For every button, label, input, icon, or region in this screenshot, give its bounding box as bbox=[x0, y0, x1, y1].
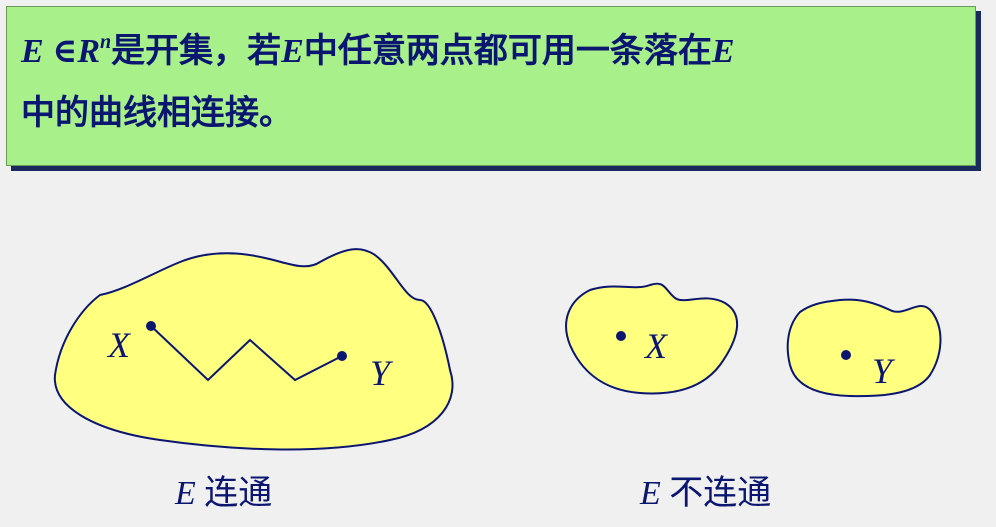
label-y-left: Y bbox=[370, 353, 394, 393]
caption-disconnected: E 不连通 bbox=[640, 465, 771, 514]
label-x-right: X bbox=[643, 326, 669, 366]
set-symbol-2: E bbox=[281, 33, 304, 70]
caption-set-right: E bbox=[640, 475, 661, 512]
space-exponent: n bbox=[100, 31, 112, 53]
set-symbol: E bbox=[21, 33, 44, 70]
definition-text-1: 是开集，若 bbox=[111, 33, 282, 70]
point-x-right bbox=[616, 331, 626, 341]
caption-text-left: 连通 bbox=[195, 475, 273, 512]
connecting-path bbox=[150, 325, 343, 382]
disconnected-region-2 bbox=[786, 298, 942, 398]
disconnected-region-1 bbox=[565, 282, 739, 395]
point-y-left bbox=[337, 351, 347, 361]
definition-box: E ∈Rn是开集，若E中任意两点都可用一条落在E 中的曲线相连接。 bbox=[6, 6, 976, 166]
definition-line-2: 中的曲线相连接。 bbox=[21, 95, 293, 132]
member-symbol: ∈ bbox=[52, 33, 78, 70]
label-x-left: X bbox=[106, 325, 132, 365]
space-symbol: R bbox=[77, 33, 101, 70]
point-x-left bbox=[146, 321, 156, 331]
caption-connected: E 连通 bbox=[175, 465, 272, 514]
definition-line-1: E ∈Rn是开集，若E中任意两点都可用一条落在E bbox=[21, 21, 963, 83]
caption-text-right: 不连通 bbox=[660, 475, 772, 512]
connected-region bbox=[53, 248, 454, 451]
set-symbol-3: E bbox=[711, 33, 735, 70]
point-y-right bbox=[841, 350, 851, 360]
label-y-right: Y bbox=[872, 351, 896, 391]
definition-text-2: 中任意两点都可用一条落在 bbox=[303, 33, 712, 70]
caption-set-left: E bbox=[175, 475, 196, 512]
